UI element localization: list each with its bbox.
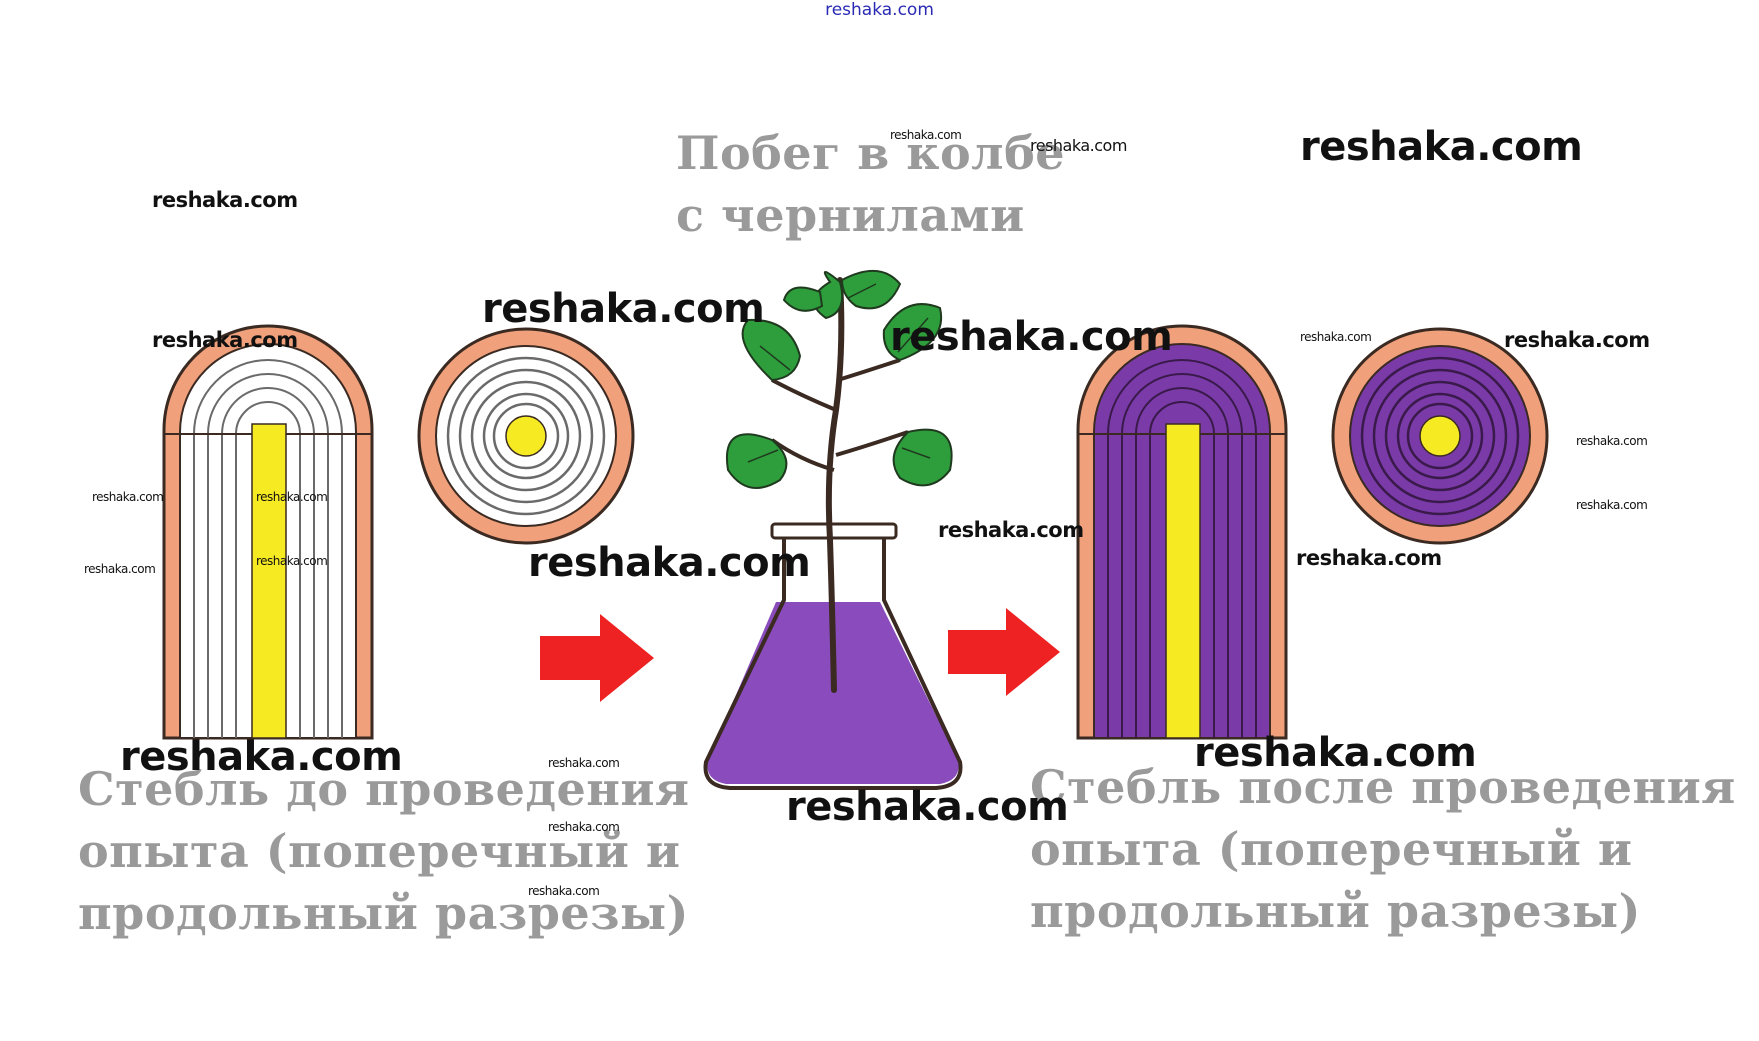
watermark: reshaka.com xyxy=(528,540,811,586)
watermark: reshaka.com xyxy=(528,884,600,898)
watermark: reshaka.com xyxy=(548,756,620,770)
watermark: reshaka.com xyxy=(92,490,164,504)
flask-with-shoot xyxy=(703,269,963,790)
arrow-right-icon xyxy=(540,614,654,702)
watermark: reshaka.com xyxy=(1576,434,1648,448)
watermark: reshaka.com xyxy=(256,554,328,568)
watermark: reshaka.com xyxy=(890,314,1173,360)
stem-after-pith xyxy=(1165,423,1201,739)
watermark: reshaka.com xyxy=(482,286,765,332)
stem-after-vessels xyxy=(1107,359,1257,738)
stem-before-cross-section xyxy=(417,327,635,545)
watermark: reshaka.com xyxy=(890,128,962,142)
arrow-right-icon-2 xyxy=(948,608,1060,696)
site-link[interactable]: reshaka.com xyxy=(825,0,934,20)
watermark: reshaka.com xyxy=(1300,124,1583,170)
watermark: reshaka.com xyxy=(1504,328,1650,352)
stem-after-cross-section xyxy=(1331,327,1549,545)
stem-before-longitudinal xyxy=(162,324,374,740)
watermark: reshaka.com xyxy=(152,328,298,352)
stem-before-pith xyxy=(251,423,287,739)
watermark: reshaka.com xyxy=(1296,546,1442,570)
stem-after-longitudinal xyxy=(1076,324,1288,740)
diagram-title: Побег в колбе с чернилами xyxy=(676,126,1066,242)
watermark: reshaka.com xyxy=(152,188,298,212)
watermark: reshaka.com xyxy=(84,562,156,576)
watermark: reshaka.com xyxy=(786,784,1069,830)
stem-before-vessels xyxy=(193,359,343,738)
watermark: reshaka.com xyxy=(1194,730,1477,776)
watermark: reshaka.com xyxy=(1576,498,1648,512)
watermark: reshaka.com xyxy=(256,490,328,504)
watermark: reshaka.com xyxy=(120,734,403,780)
caption-before: Стебль до проведения опыта (поперечный и… xyxy=(78,762,690,940)
watermark: reshaka.com xyxy=(938,518,1084,542)
stem-after-core xyxy=(1419,415,1461,457)
shoot-leaves xyxy=(726,269,953,489)
watermark: reshaka.com xyxy=(1030,136,1127,155)
watermark: reshaka.com xyxy=(1300,330,1372,344)
caption-after: Стебль после проведения опыта (поперечны… xyxy=(1030,760,1736,938)
stem-before-core xyxy=(505,415,547,457)
watermark: reshaka.com xyxy=(548,820,620,834)
